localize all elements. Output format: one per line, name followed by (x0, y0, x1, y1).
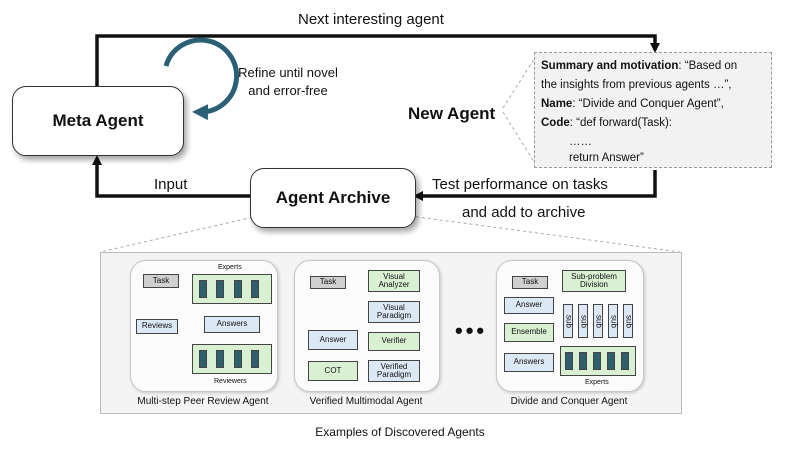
pr-expert-2 (216, 280, 224, 298)
mm-visual-analyzer-box: Visual Analyzer (368, 270, 420, 292)
next-agent-arrow (95, 34, 660, 86)
mm-answer-box: Answer (308, 330, 358, 350)
agent-archive-node: Agent Archive (250, 168, 416, 228)
dc-task-box: Task (512, 276, 548, 289)
mm-verifier-box: Verifier (368, 332, 420, 351)
dc-expert-3 (593, 352, 601, 370)
dc-answer-box: Answer (504, 297, 554, 314)
dc-expert-5 (621, 352, 629, 370)
new-agent-code-box: Summary and motivation: “Based on the in… (534, 52, 772, 168)
next-agent-label: Next interesting agent (298, 11, 444, 28)
refine-label: Refine until novel and error-free (228, 64, 348, 100)
pr-reviewer-2 (216, 350, 224, 368)
mm-verified-paradigm-box: Verified Paradigm (368, 360, 420, 382)
refine-line-2: and error-free (248, 83, 328, 98)
pr-reviewer-3 (234, 350, 242, 368)
pr-reviewer-1 (199, 350, 207, 368)
code-key: Code (541, 117, 570, 129)
more-agents-ellipsis: ••• (455, 318, 488, 343)
pr-expert-3 (234, 280, 242, 298)
refine-loop-arrow (163, 37, 240, 121)
divide-conquer-caption: Divide and Conquer Agent (510, 396, 628, 407)
multimodal-caption: Verified Multimodal Agent (309, 396, 423, 407)
new-agent-label: New Agent (408, 104, 496, 123)
input-label: Input (154, 176, 188, 193)
dc-subproblem-box: Sub-problem Division (562, 270, 626, 292)
dc-experts-label: Experts (585, 379, 609, 386)
summary-value: : “Based on (678, 60, 738, 72)
pr-expert-4 (251, 280, 259, 298)
pr-answers-box: Answers (204, 316, 260, 333)
pr-reviews-box: Reviews (136, 319, 178, 334)
dc-sub-5: sub (623, 304, 633, 338)
summary-key: Summary and motivation (541, 60, 679, 72)
pr-reviewer-4 (251, 350, 259, 368)
peer-review-caption: Multi-step Peer Review Agent (137, 396, 269, 407)
dc-sub-1: sub (563, 304, 573, 338)
dc-expert-1 (565, 352, 573, 370)
mm-cot-box: COT (308, 361, 358, 381)
test-performance-arrow (413, 170, 657, 201)
dc-sub-2: sub (578, 304, 588, 338)
dc-sub-3: sub (593, 304, 603, 338)
examples-footer-caption: Examples of Discovered Agents (315, 425, 485, 439)
dc-answers-box: Answers (504, 353, 554, 372)
dc-ensemble-box: Ensemble (504, 323, 554, 342)
code-value: : “def forward(Task): (569, 117, 672, 129)
mm-task-box: Task (310, 276, 346, 289)
test-performance-label-2: and add to archive (462, 204, 586, 221)
pr-expert-1 (199, 280, 207, 298)
test-performance-label-1: Test performance on tasks (432, 176, 608, 193)
meta-agent-node: Meta Agent (12, 86, 184, 156)
pr-task-box: Task (143, 274, 179, 288)
name-value: : “Divide and Conquer Agent”, (572, 98, 724, 110)
dc-expert-4 (607, 352, 615, 370)
code-return: return Answer” (569, 152, 644, 164)
name-key: Name (541, 98, 573, 110)
input-arrow (92, 155, 250, 198)
refine-line-1: Refine until novel (238, 65, 338, 80)
mm-visual-paradigm-box: Visual Paradigm (368, 301, 420, 323)
dc-sub-4: sub (608, 304, 618, 338)
dc-expert-2 (579, 352, 587, 370)
summary-value-2: the insights from previous agents …”, (541, 79, 732, 91)
code-dots: …… (569, 136, 592, 148)
pr-reviewers-label: Reviewers (214, 378, 247, 385)
pr-experts-label: Experts (218, 264, 242, 271)
